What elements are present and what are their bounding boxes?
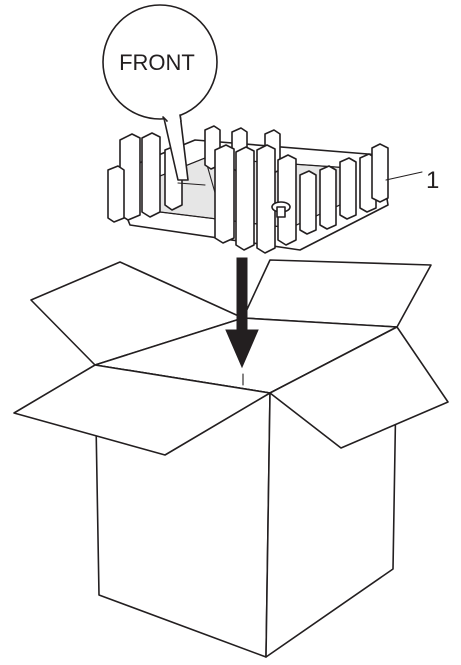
tray-post-left-front xyxy=(107,165,125,223)
tray-post-right-1 xyxy=(299,170,317,235)
packing-tray xyxy=(107,113,389,254)
part-label-leader xyxy=(385,171,423,181)
tray-post-center-3 xyxy=(256,144,276,254)
tray-post-left-rear-2 xyxy=(141,132,161,218)
tray-knob-stem xyxy=(276,206,286,218)
front-callout: FRONT xyxy=(102,4,218,122)
front-callout-circle xyxy=(102,4,218,120)
tray-post-center-1 xyxy=(214,144,235,244)
tray-post-right-rear xyxy=(371,143,389,203)
tray-post-center-4 xyxy=(277,154,297,246)
shipping-box xyxy=(13,259,449,658)
box-back-right-flap xyxy=(242,259,432,328)
part-label-group: 1 xyxy=(385,167,439,194)
tray-post-right-2 xyxy=(319,165,337,230)
tray-post-center-2 xyxy=(235,146,255,251)
part-number-label: 1 xyxy=(426,167,439,194)
front-marker-line xyxy=(177,182,206,186)
box-front-left-flap xyxy=(13,364,271,456)
box-front-right-flap xyxy=(269,326,449,449)
down-arrow-icon xyxy=(225,257,259,369)
front-callout-label: FRONT xyxy=(119,50,195,75)
tray-post-right-3 xyxy=(339,157,357,220)
